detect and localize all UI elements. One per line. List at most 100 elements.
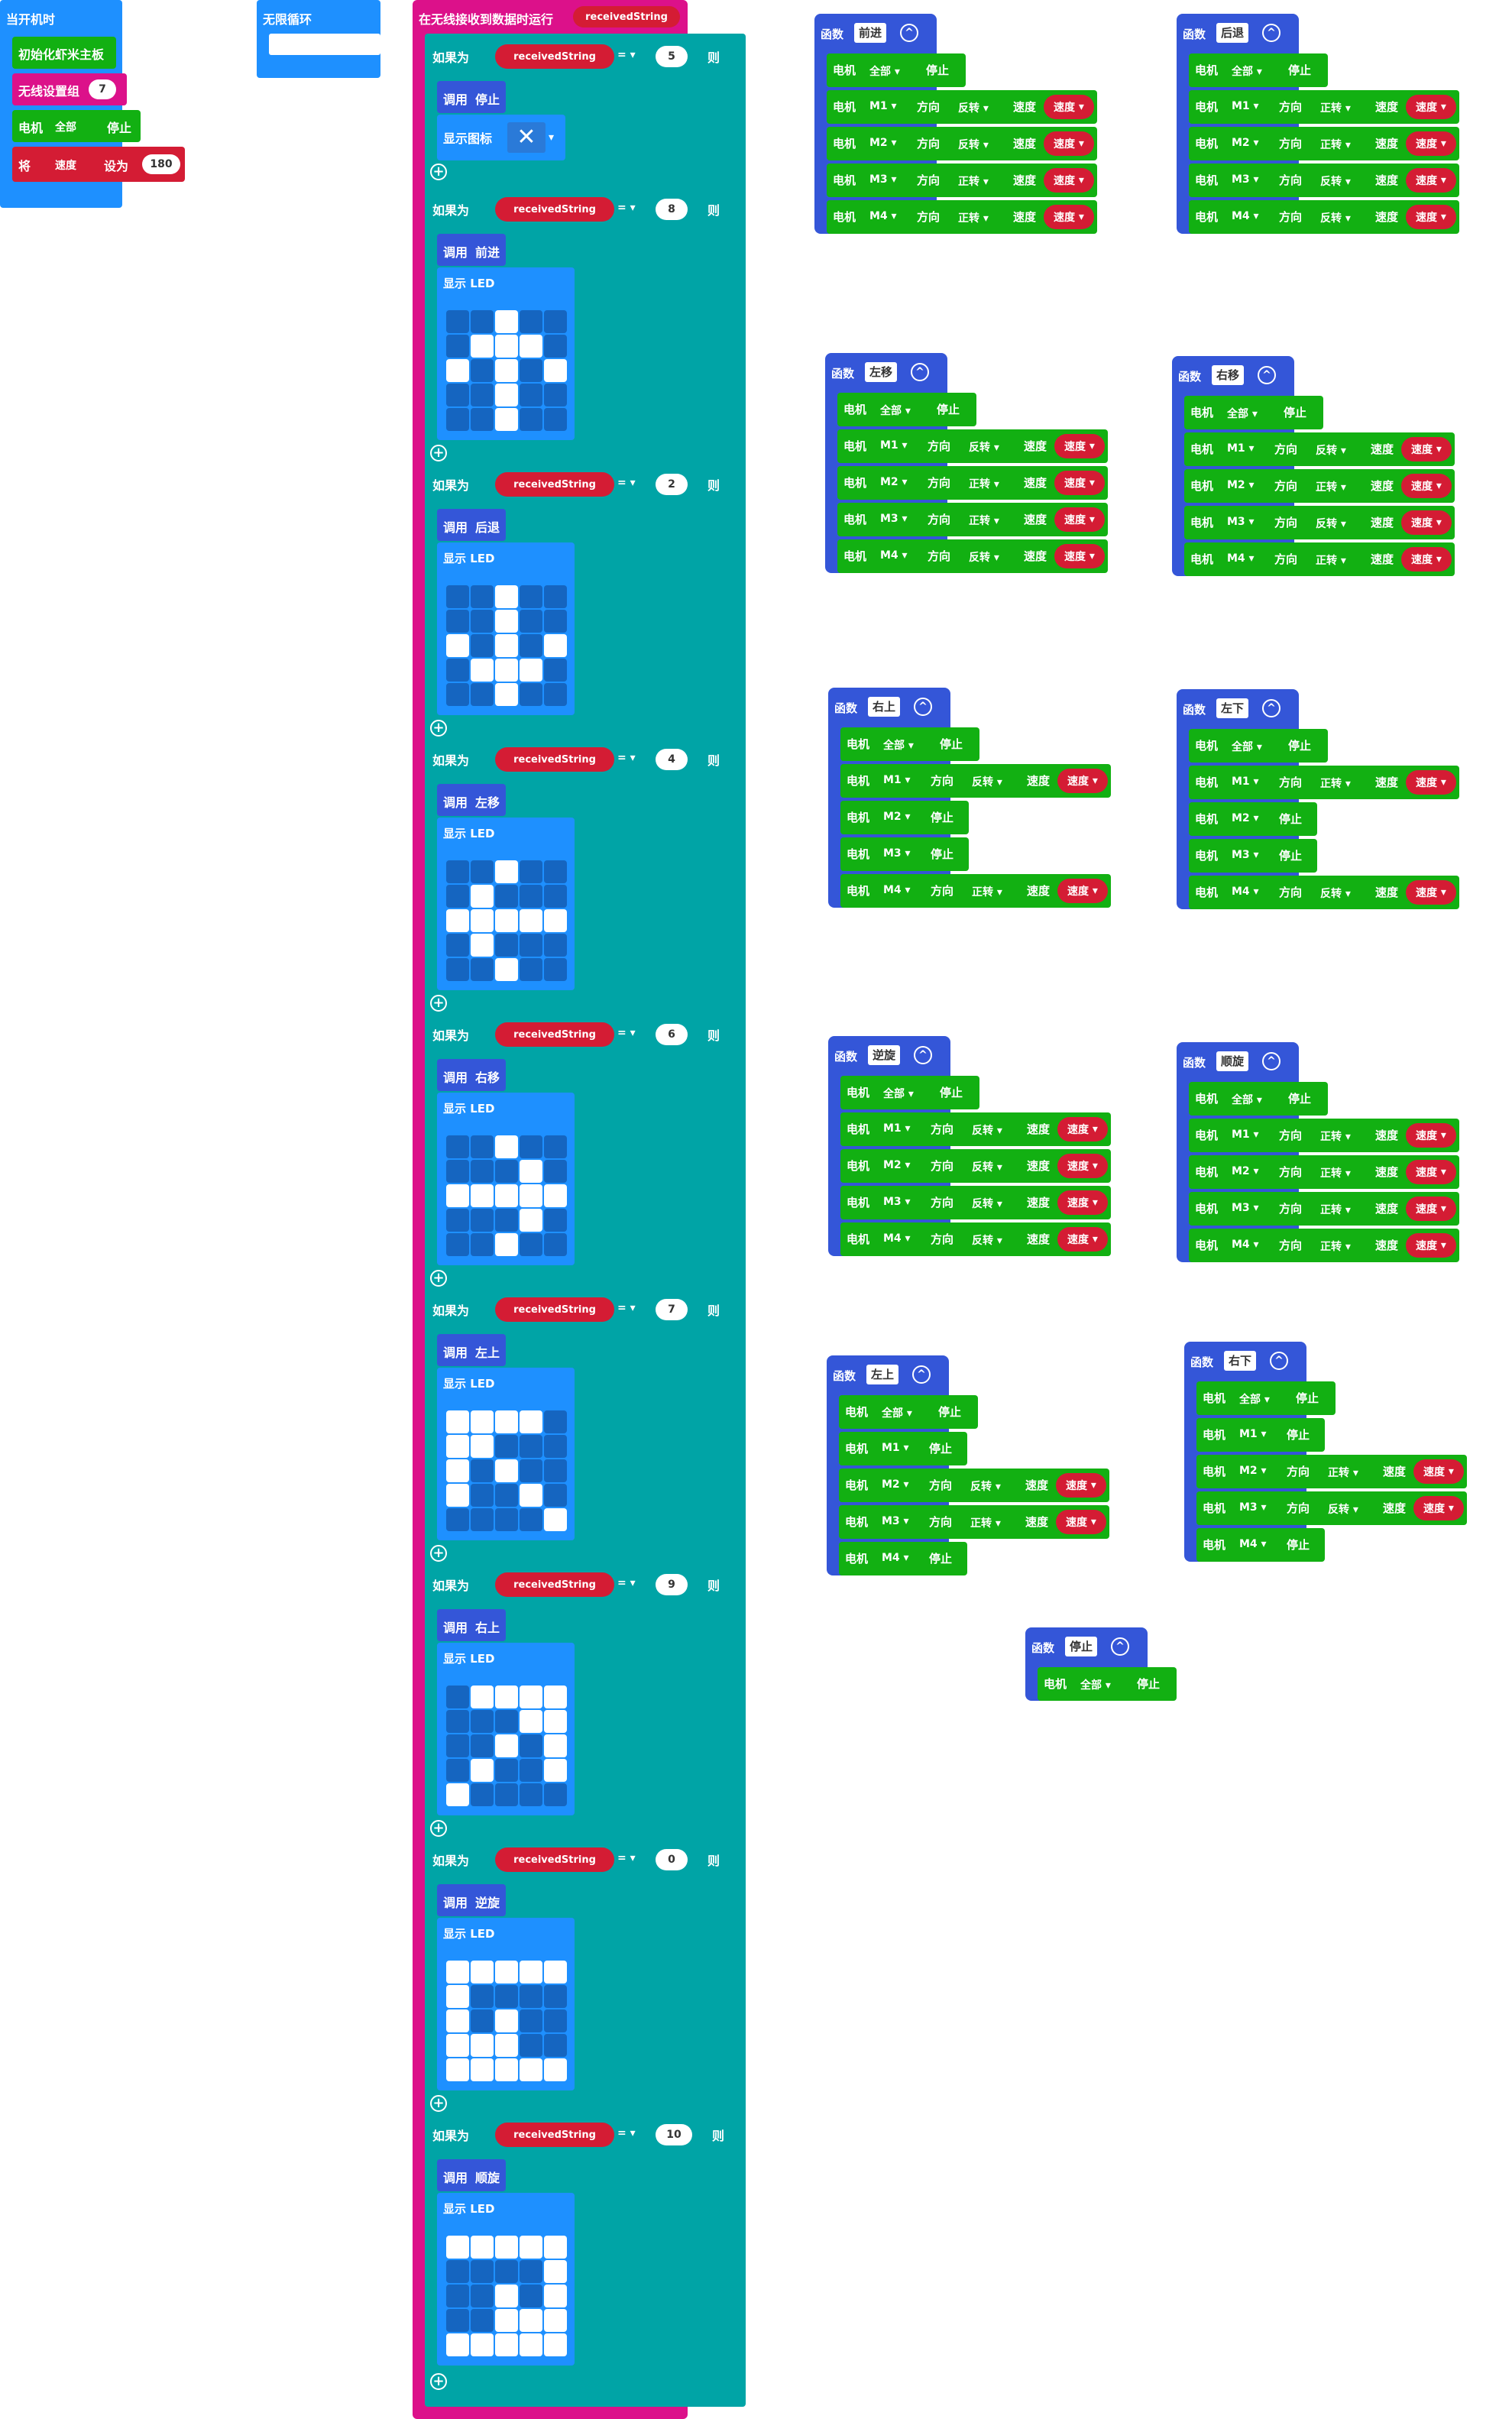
- led-cell[interactable]: [495, 2285, 518, 2307]
- led-cell[interactable]: [544, 1435, 567, 1458]
- led-cell[interactable]: [471, 2285, 494, 2307]
- speed-var-reporter[interactable]: 速度 ▾: [1054, 471, 1105, 495]
- led-cell[interactable]: [471, 1233, 494, 1256]
- motor-port-dropdown[interactable]: M3 ▾: [1232, 849, 1259, 861]
- speed-var-reporter[interactable]: 速度 ▾: [1401, 547, 1452, 572]
- led-cell[interactable]: [446, 310, 469, 333]
- init-board-block[interactable]: 初始化虾米主板: [12, 37, 116, 69]
- led-cell[interactable]: [495, 1508, 518, 1531]
- function-name-field[interactable]: 逆旋: [868, 1045, 901, 1065]
- motor-port-dropdown[interactable]: M1 ▾: [1232, 776, 1259, 788]
- start-motor-stop-block[interactable]: 电机 全部 停止: [12, 110, 141, 142]
- motor-stop-all-block[interactable]: 电机 全部 ▾ 停止: [827, 53, 966, 87]
- led-cell[interactable]: [471, 1759, 494, 1782]
- led-cell[interactable]: [471, 1783, 494, 1806]
- led-cell[interactable]: [446, 683, 469, 706]
- call-function-block[interactable]: 调用 右移: [437, 1059, 506, 1091]
- direction-dropdown[interactable]: 正转 ▾: [1320, 139, 1351, 151]
- speed-var-reporter[interactable]: 速度 ▾: [1413, 1496, 1464, 1520]
- led-cell[interactable]: [495, 1184, 518, 1207]
- direction-dropdown[interactable]: 反转 ▾: [1316, 445, 1346, 457]
- received-string-var[interactable]: receivedString: [495, 197, 614, 222]
- led-cell[interactable]: [471, 1435, 494, 1458]
- if-row[interactable]: 如果为 receivedString = ▾ 4 则: [425, 738, 733, 782]
- if-row[interactable]: 如果为 receivedString = ▾ 0 则: [425, 1838, 733, 1883]
- collapse-icon[interactable]: ^: [914, 1046, 932, 1064]
- motor-stop-all-block[interactable]: 电机 全部 ▾ 停止: [1189, 729, 1328, 763]
- led-cell[interactable]: [495, 359, 518, 382]
- led-cell[interactable]: [520, 860, 542, 883]
- compare-value[interactable]: 7: [656, 1299, 688, 1320]
- led-cell[interactable]: [544, 1209, 567, 1232]
- led-cell[interactable]: [471, 659, 494, 682]
- direction-dropdown[interactable]: 反转 ▾: [1320, 176, 1351, 188]
- speed-var-reporter[interactable]: 速度 ▾: [1406, 1123, 1456, 1148]
- call-function-block[interactable]: 调用 右上: [437, 1609, 506, 1641]
- direction-dropdown[interactable]: 反转 ▾: [972, 776, 1002, 789]
- speed-var-dropdown[interactable]: 速度: [55, 160, 76, 172]
- direction-dropdown[interactable]: 正转 ▾: [1320, 1241, 1351, 1253]
- led-cell[interactable]: [544, 359, 567, 382]
- led-cell[interactable]: [520, 934, 542, 957]
- motor-port-dropdown[interactable]: M3 ▾: [1232, 173, 1259, 186]
- motor-run-block[interactable]: 电机 M1 ▾ 方向 正转 ▾ 速度 速度 ▾: [1189, 1119, 1459, 1152]
- led-cell[interactable]: [495, 384, 518, 406]
- eq-dropdown[interactable]: = ▾: [617, 2127, 636, 2139]
- led-cell[interactable]: [495, 2034, 518, 2057]
- icon-x-preview[interactable]: ✕: [507, 122, 546, 153]
- call-function-block[interactable]: 调用 左上: [437, 1334, 506, 1366]
- motor-port-dropdown[interactable]: M1 ▾: [883, 1122, 911, 1135]
- led-cell[interactable]: [495, 1410, 518, 1433]
- led-cell[interactable]: [495, 1435, 518, 1458]
- led-cell[interactable]: [495, 2333, 518, 2356]
- led-cell[interactable]: [520, 1759, 542, 1782]
- led-cell[interactable]: [495, 1686, 518, 1708]
- led-cell[interactable]: [446, 408, 469, 431]
- speed-var-reporter[interactable]: 速度 ▾: [1401, 474, 1452, 498]
- direction-dropdown[interactable]: 反转 ▾: [972, 1235, 1002, 1247]
- led-cell[interactable]: [471, 1961, 494, 1983]
- led-cell[interactable]: [520, 1710, 542, 1733]
- motor-stop-all-block[interactable]: 电机 全部 ▾ 停止: [840, 1076, 979, 1109]
- motor-run-block[interactable]: 电机 M4 ▾ 方向 正转 ▾ 速度 速度 ▾: [1184, 542, 1455, 576]
- led-cell[interactable]: [471, 1410, 494, 1433]
- led-cell[interactable]: [520, 1985, 542, 2008]
- motor-port-dropdown[interactable]: M1 ▾: [1227, 442, 1255, 455]
- add-else-icon[interactable]: +: [430, 720, 447, 737]
- led-cell[interactable]: [544, 384, 567, 406]
- led-cell[interactable]: [471, 2058, 494, 2081]
- call-function-block[interactable]: 调用 停止: [437, 81, 506, 113]
- motor-all-dropdown[interactable]: 全部 ▾: [880, 405, 911, 417]
- speed-var-reporter[interactable]: 速度 ▾: [1056, 1473, 1106, 1498]
- led-cell[interactable]: [544, 2285, 567, 2307]
- motor-run-block[interactable]: 电机 M3 ▾ 方向 反转 ▾ 速度 速度 ▾: [1196, 1491, 1467, 1525]
- motor-port-dropdown[interactable]: M3 ▾: [1239, 1501, 1267, 1514]
- led-cell[interactable]: [471, 610, 494, 633]
- led-cell[interactable]: [446, 860, 469, 883]
- led-cell[interactable]: [495, 2309, 518, 2332]
- motor-stop-block[interactable]: 电机 M2 ▾ 停止: [1189, 802, 1317, 836]
- direction-dropdown[interactable]: 正转 ▾: [1316, 481, 1346, 494]
- motor-all-dropdown[interactable]: 全部 ▾: [1080, 1679, 1111, 1692]
- led-cell[interactable]: [471, 1484, 494, 1507]
- eq-dropdown[interactable]: = ▾: [617, 477, 636, 489]
- led-cell[interactable]: [446, 1209, 469, 1232]
- motor-run-block[interactable]: 电机 M3 ▾ 方向 反转 ▾ 速度 速度 ▾: [840, 1186, 1111, 1219]
- eq-dropdown[interactable]: = ▾: [617, 1577, 636, 1589]
- motor-run-block[interactable]: 电机 M2 ▾ 方向 反转 ▾ 速度 速度 ▾: [827, 127, 1097, 160]
- led-cell[interactable]: [446, 359, 469, 382]
- motor-port-dropdown[interactable]: M3 ▾: [1232, 1202, 1259, 1214]
- direction-dropdown[interactable]: 正转 ▾: [972, 886, 1002, 899]
- led-cell[interactable]: [520, 1233, 542, 1256]
- if-row[interactable]: 如果为 receivedString = ▾ 9 则: [425, 1563, 733, 1608]
- led-cell[interactable]: [544, 1734, 567, 1757]
- led-cell[interactable]: [544, 634, 567, 657]
- direction-dropdown[interactable]: 正转 ▾: [1320, 102, 1351, 115]
- set-speed-block[interactable]: 将 速度 设为 180: [12, 147, 185, 182]
- led-cell[interactable]: [544, 1233, 567, 1256]
- led-cell[interactable]: [520, 1410, 542, 1433]
- call-function-block[interactable]: 调用 顺旋: [437, 2159, 506, 2191]
- led-cell[interactable]: [471, 683, 494, 706]
- received-string-var[interactable]: receivedString: [495, 1847, 614, 1872]
- function-name-field[interactable]: 右移: [1212, 365, 1245, 385]
